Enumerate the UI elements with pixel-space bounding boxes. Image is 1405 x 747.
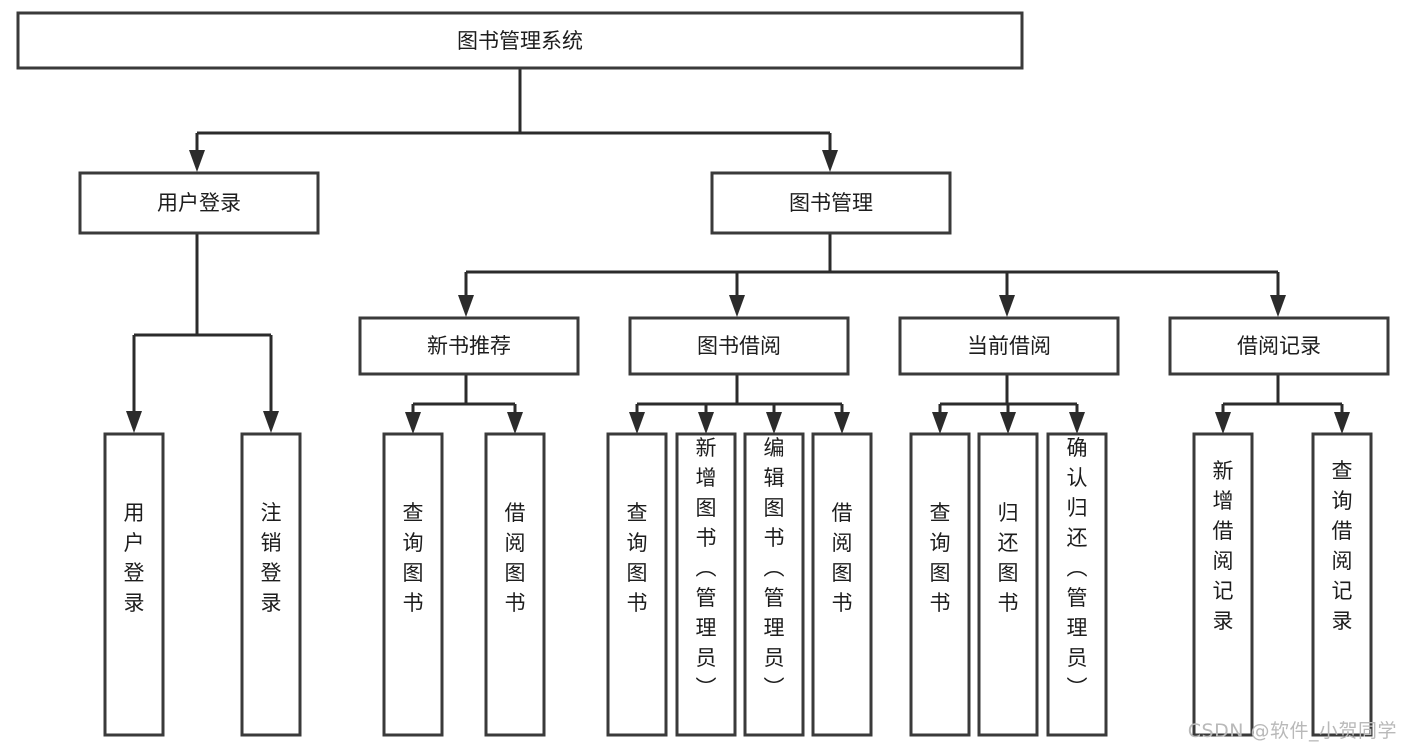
- node-leaf-confirm-return[interactable]: 确认归还︵管理员︶: [1046, 432, 1108, 737]
- node-new-book-recommend-box[interactable]: [358, 316, 580, 376]
- node-current-borrow[interactable]: 当前借阅: [898, 316, 1120, 376]
- node-leaf-query-book-2-box[interactable]: [606, 432, 668, 737]
- node-leaf-borrow-book-1[interactable]: 借阅图书: [484, 432, 546, 737]
- node-leaf-return-book[interactable]: 归还图书: [977, 432, 1039, 737]
- node-leaf-add-book-box[interactable]: [675, 432, 737, 737]
- arrow-head-leaf-add-record: [1215, 412, 1231, 434]
- node-leaf-query-record-label: 查询借阅记录: [1332, 459, 1353, 633]
- arrow-head-leaf-borrow-book-1: [507, 412, 523, 434]
- arrow-head-book-borrow: [729, 295, 745, 317]
- node-root-label: 图书管理系统: [457, 29, 583, 53]
- node-leaf-query-book-1-box[interactable]: [382, 432, 444, 737]
- arrow-head-leaf-edit-book: [766, 412, 782, 434]
- node-borrow-record-box[interactable]: [1168, 316, 1390, 376]
- node-borrow-record-label: 借阅记录: [1237, 334, 1321, 358]
- csdn-watermark: CSDN @软件_小贺同学: [1187, 720, 1397, 742]
- node-book-manage[interactable]: 图书管理: [710, 171, 952, 235]
- node-leaf-query-book-1-label: 查询图书: [403, 501, 424, 615]
- node-book-manage-label: 图书管理: [789, 191, 873, 215]
- arrow-head-user-login: [189, 150, 205, 172]
- node-leaf-add-record-label: 新增借阅记录: [1213, 459, 1234, 633]
- node-leaf-borrow-book-1-label: 借阅图书: [505, 501, 526, 615]
- node-leaf-add-record-box[interactable]: [1192, 432, 1254, 737]
- node-leaf-edit-book-box[interactable]: [743, 432, 805, 737]
- arrow-head-leaf-return-book: [1000, 412, 1016, 434]
- node-leaf-query-record[interactable]: 查询借阅记录: [1311, 432, 1373, 737]
- arrow-head-leaf-query-record: [1334, 412, 1350, 434]
- arrow-head-leaf-add-book: [698, 412, 714, 434]
- node-leaf-confirm-return-label: 确认归还︵管理员︶: [1067, 436, 1088, 700]
- node-user-login-label: 用户登录: [157, 191, 241, 215]
- node-leaf-add-record[interactable]: 新增借阅记录: [1192, 432, 1254, 737]
- node-leaf-logout-box[interactable]: [240, 432, 302, 737]
- node-leaf-query-book-2[interactable]: 查询图书: [606, 432, 668, 737]
- node-leaf-return-book-box[interactable]: [977, 432, 1039, 737]
- node-leaf-query-book-3-box[interactable]: [909, 432, 971, 737]
- node-leaf-user-login-box[interactable]: [103, 432, 165, 737]
- node-leaf-borrow-book-1-box[interactable]: [484, 432, 546, 737]
- node-user-login[interactable]: 用户登录: [78, 171, 320, 235]
- arrow-head-leaf-query-book-3: [932, 412, 948, 434]
- node-leaf-user-login-label: 用户登录: [124, 501, 145, 615]
- node-leaf-return-book-label: 归还图书: [998, 501, 1019, 615]
- node-book-borrow-box[interactable]: [628, 316, 850, 376]
- node-root[interactable]: 图书管理系统: [16, 11, 1024, 70]
- node-leaf-edit-book[interactable]: 编辑图书︵管理员︶: [743, 432, 805, 737]
- arrow-head-book-manage: [822, 150, 838, 172]
- node-book-manage-box[interactable]: [710, 171, 952, 235]
- node-leaf-query-book-3[interactable]: 查询图书: [909, 432, 971, 737]
- node-leaf-add-book-label: 新增图书︵管理员︶: [696, 436, 717, 700]
- node-leaf-confirm-return-box[interactable]: [1046, 432, 1108, 737]
- node-new-book-recommend-label: 新书推荐: [427, 334, 511, 358]
- node-leaf-borrow-book-2[interactable]: 借阅图书: [811, 432, 873, 737]
- arrow-head-leaf-query-book-1: [405, 412, 421, 434]
- node-root-box[interactable]: [16, 11, 1024, 70]
- node-current-borrow-label: 当前借阅: [967, 334, 1051, 358]
- node-borrow-record[interactable]: 借阅记录: [1168, 316, 1390, 376]
- arrow-head-current-borrow: [999, 295, 1015, 317]
- arrow-head-leaf-borrow-book-2: [834, 412, 850, 434]
- node-book-borrow-label: 图书借阅: [697, 334, 781, 358]
- node-user-login-box[interactable]: [78, 171, 320, 235]
- arrow-head-leaf-logout: [263, 411, 279, 433]
- node-leaf-borrow-book-2-label: 借阅图书: [832, 501, 853, 615]
- node-book-borrow[interactable]: 图书借阅: [628, 316, 850, 376]
- node-leaf-user-login[interactable]: 用户登录: [103, 432, 165, 737]
- connector-layer: [126, 68, 1350, 434]
- node-leaf-add-book[interactable]: 新增图书︵管理员︶: [675, 432, 737, 737]
- arrow-head-borrow-record: [1270, 295, 1286, 317]
- node-leaf-logout[interactable]: 注销登录: [240, 432, 302, 737]
- node-leaf-query-book-2-label: 查询图书: [627, 501, 648, 615]
- node-leaf-query-book-3-label: 查询图书: [930, 501, 951, 615]
- node-leaf-logout-label: 注销登录: [261, 501, 282, 615]
- arrow-head-leaf-confirm-return: [1069, 412, 1085, 434]
- node-leaf-query-book-1[interactable]: 查询图书: [382, 432, 444, 737]
- node-new-book-recommend[interactable]: 新书推荐: [358, 316, 580, 376]
- node-leaf-borrow-book-2-box[interactable]: [811, 432, 873, 737]
- arrow-head-new-book-recommend: [458, 295, 474, 317]
- arrow-head-leaf-user-login: [126, 411, 142, 433]
- node-leaf-query-record-box[interactable]: [1311, 432, 1373, 737]
- arrow-head-leaf-query-book-2: [629, 412, 645, 434]
- node-leaf-edit-book-label: 编辑图书︵管理员︶: [764, 436, 785, 700]
- node-current-borrow-box[interactable]: [898, 316, 1120, 376]
